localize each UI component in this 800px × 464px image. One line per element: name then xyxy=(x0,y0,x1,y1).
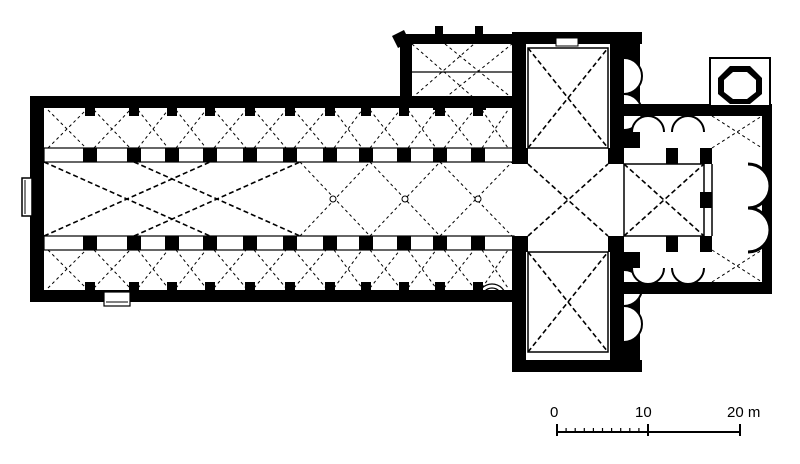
aisle-vault-rib xyxy=(293,249,327,289)
scale-label-0: 0 xyxy=(550,404,559,421)
aisle-vault-rib xyxy=(481,109,509,149)
choir xyxy=(623,104,772,294)
aisle-vault-rib xyxy=(369,109,401,149)
nave-walls xyxy=(21,96,512,307)
transept xyxy=(477,32,643,372)
nave-pier xyxy=(397,148,411,162)
aisle-vaults xyxy=(47,109,509,289)
wall-buttress xyxy=(473,106,483,116)
wall-buttress xyxy=(435,282,445,292)
wall-buttress xyxy=(399,282,409,292)
aisle-vault-rib xyxy=(481,249,509,289)
aisle-vault-rib xyxy=(175,249,207,289)
wall-buttress xyxy=(167,282,177,292)
nave-pier xyxy=(243,236,257,250)
wall-buttress xyxy=(285,106,295,116)
nave-pier xyxy=(433,236,447,250)
scale-label-20: 20 m xyxy=(727,404,761,421)
wall-buttress xyxy=(85,106,95,116)
wall-buttress xyxy=(205,282,215,292)
wall-buttress xyxy=(245,282,255,292)
nave-pier xyxy=(433,148,447,162)
nave-pier xyxy=(283,236,297,250)
aisle-vault-rib xyxy=(253,249,287,289)
nave-pier xyxy=(127,236,141,250)
octagonal-tower xyxy=(709,57,771,107)
aisle-vault-rib xyxy=(47,109,87,149)
aisle-vault-rib xyxy=(333,249,363,289)
wall-buttress xyxy=(435,106,445,116)
wall-buttress xyxy=(325,282,335,292)
nave-pier xyxy=(323,148,337,162)
nave-pier xyxy=(323,236,337,250)
aisle-vault-rib xyxy=(333,109,363,149)
wall-buttress xyxy=(325,106,335,116)
aisle-vault-rib xyxy=(443,109,475,149)
nave-pier xyxy=(471,236,485,250)
wall-buttress xyxy=(167,106,177,116)
nave-pier xyxy=(165,148,179,162)
wall-buttress xyxy=(245,106,255,116)
arcade-lines xyxy=(43,147,515,251)
aisle-vault-rib xyxy=(369,249,401,289)
nave-pier xyxy=(203,236,217,250)
aisle-vault-rib xyxy=(407,249,437,289)
aisle-vault-rib xyxy=(175,109,207,149)
aisle-vault-rib xyxy=(213,249,247,289)
wall-buttress xyxy=(361,282,371,292)
aisle-vault-rib xyxy=(93,109,131,149)
nave-pier xyxy=(359,236,373,250)
aisle-vault-rib xyxy=(333,249,363,289)
aisle-vault-rib xyxy=(47,249,87,289)
nave-pier xyxy=(83,236,97,250)
aisle-vault-rib xyxy=(137,249,169,289)
nave-piers xyxy=(83,106,485,292)
wall-buttress xyxy=(473,282,483,292)
aisle-vault-rib xyxy=(253,109,287,149)
nave-pier xyxy=(359,148,373,162)
aisle-vault-rib xyxy=(407,249,437,289)
aisle-vault-rib xyxy=(93,249,131,289)
nave-pier xyxy=(283,148,297,162)
wall-buttress xyxy=(205,106,215,116)
wall-buttress xyxy=(129,106,139,116)
aisle-vault-rib xyxy=(293,109,327,149)
aisle-vault-rib xyxy=(137,109,169,149)
scale-bar xyxy=(556,424,741,436)
nave-vaults xyxy=(43,161,513,237)
aisle-vault-rib xyxy=(443,249,475,289)
aisle-vault-rib xyxy=(333,109,363,149)
nave-pier xyxy=(471,148,485,162)
nave-pier xyxy=(243,148,257,162)
nave-pier xyxy=(83,148,97,162)
north-annex xyxy=(392,26,514,110)
aisle-vault-rib xyxy=(481,109,509,149)
scale-label-10: 10 xyxy=(635,404,652,421)
aisle-vault-rib xyxy=(407,109,437,149)
wall-buttress xyxy=(399,106,409,116)
wall-buttress xyxy=(361,106,371,116)
aisle-vault-rib xyxy=(481,249,509,289)
wall-buttress xyxy=(129,282,139,292)
aisle-vault-rib xyxy=(407,109,437,149)
nave-pier xyxy=(127,148,141,162)
nave-pier xyxy=(203,148,217,162)
nave-pier xyxy=(165,236,179,250)
nave-pier xyxy=(397,236,411,250)
wall-buttress xyxy=(285,282,295,292)
wall-buttress xyxy=(85,282,95,292)
aisle-vault-rib xyxy=(213,109,247,149)
